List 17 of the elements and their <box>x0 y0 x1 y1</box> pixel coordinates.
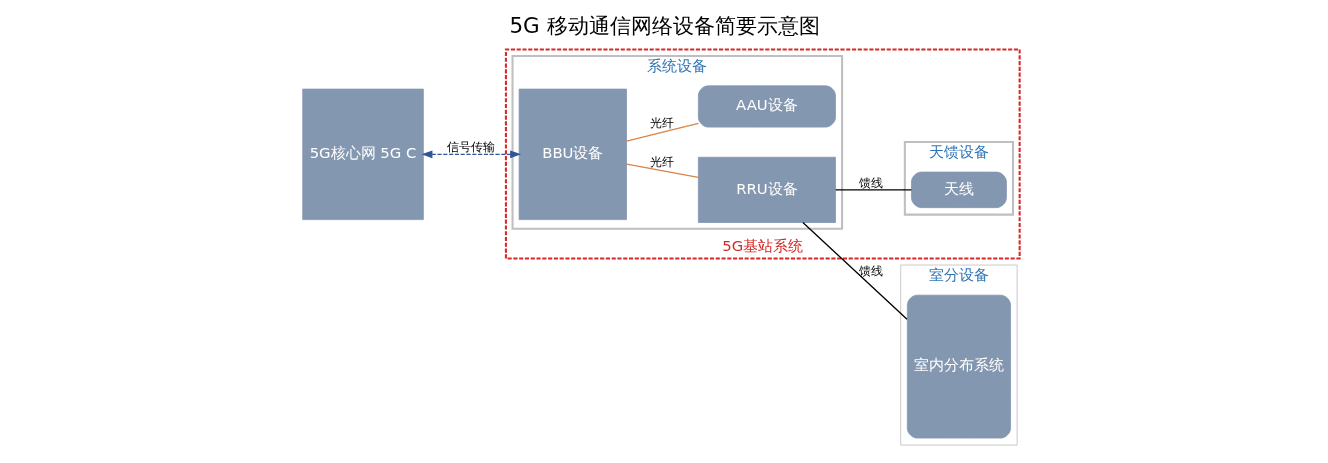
connector <box>625 122 699 142</box>
diagram-title: 5G 移动通信网络设备简要示意图 <box>508 12 820 38</box>
node-box: 5G核心网 5G C <box>301 88 424 220</box>
arrow <box>421 150 521 158</box>
node-box: 天线 <box>910 171 1007 208</box>
node-box: BBU设备 <box>518 88 627 220</box>
node-box: AAU设备 <box>697 84 836 128</box>
edge-label: 信号传输 <box>446 139 495 154</box>
node-box: RRU设备 <box>697 156 836 223</box>
edge-label: 馈线 <box>858 263 883 278</box>
node-box: 室内分布系统 <box>906 294 1011 438</box>
edge-label: 光纤 <box>649 115 674 130</box>
connector <box>801 221 908 320</box>
connector <box>834 188 912 191</box>
edge-label: 光纤 <box>649 154 674 169</box>
connector <box>625 163 699 178</box>
edge-label: 馈线 <box>858 175 883 190</box>
